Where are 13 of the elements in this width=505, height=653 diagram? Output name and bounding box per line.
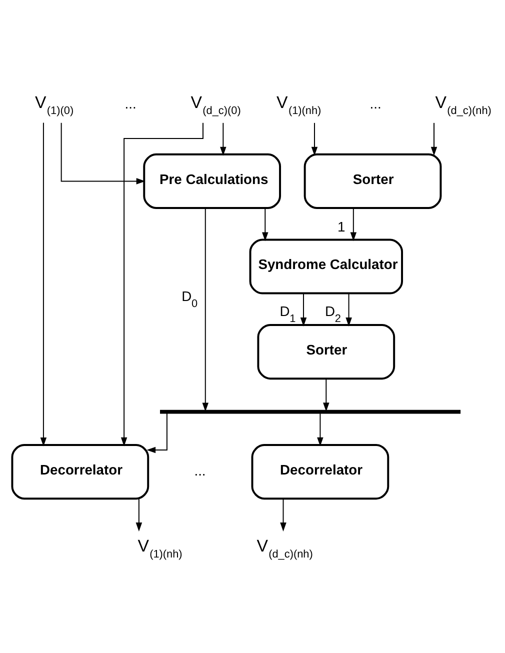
edge-label: D$_{2}$ [324,302,341,325]
label: ... [194,462,206,478]
edge-label: 1 [338,218,346,235]
edge-label: D$_{0}$ [182,288,198,310]
label: ... [370,95,382,112]
node-text: V$_{(d_c)(0)}$ [190,92,241,117]
node-text: V$_{(d_c)(nh)}$ [256,536,313,560]
node-text: V$_{(1)(nh)}$ [276,92,322,117]
label: ... [124,95,136,112]
node-text: V$_{(d_c)(nh)}$ [435,92,492,117]
edge-label: D$_{1}$ [280,302,296,325]
node-text: V$_{(1)(0)}$ [35,92,74,117]
node-text: V$_{(1)(nh)}$ [138,536,182,560]
